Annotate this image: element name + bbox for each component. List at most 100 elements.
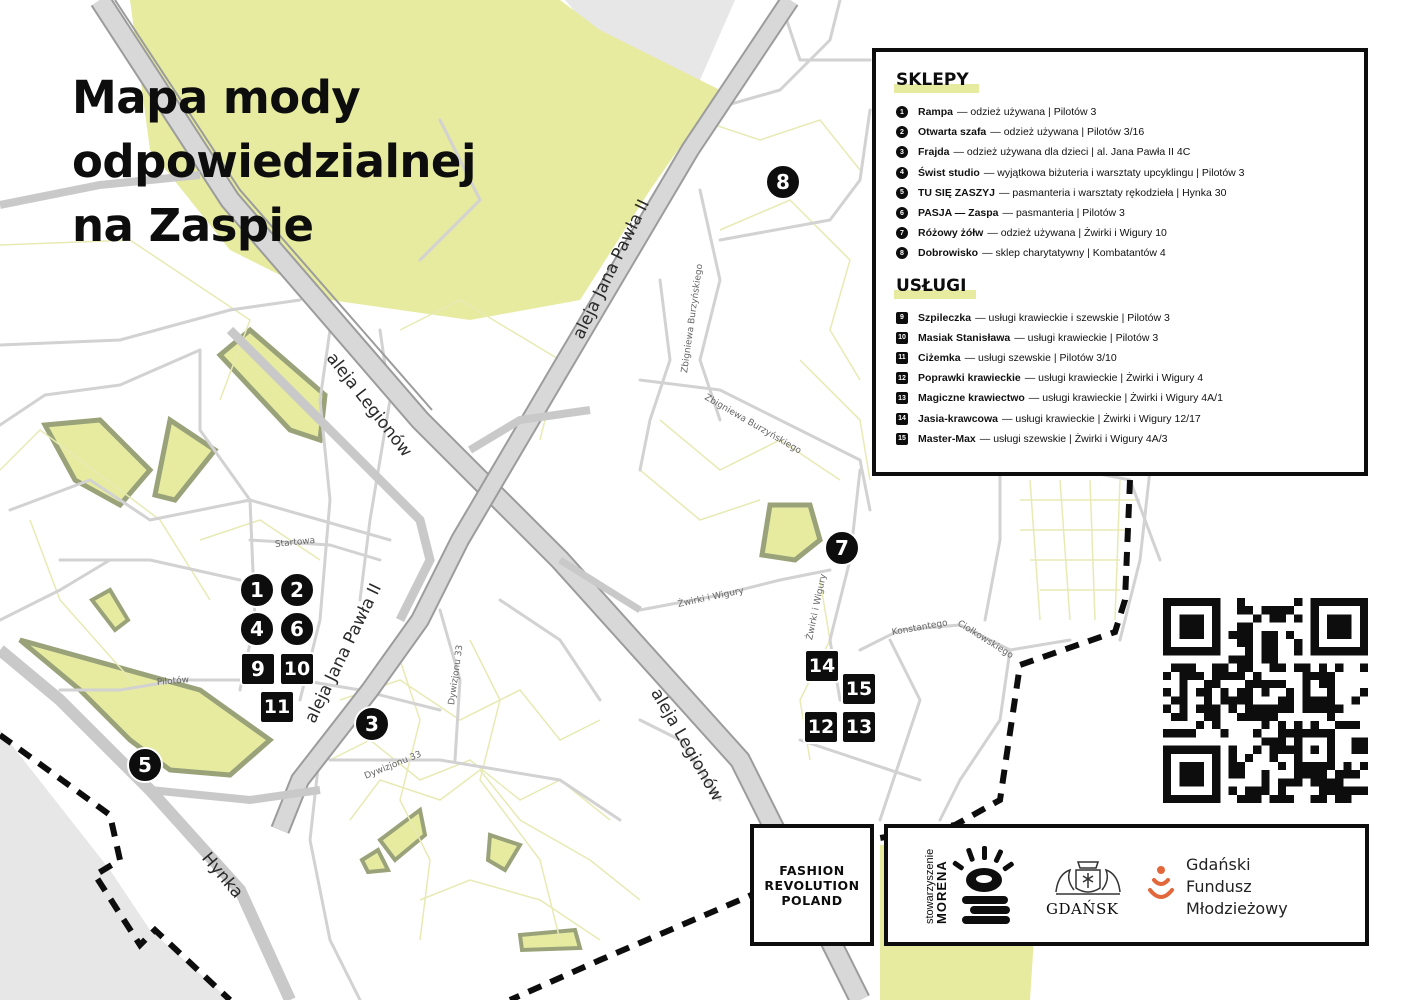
legend-desc: — sklep charytatywny | Kombatantów 4 bbox=[982, 247, 1166, 260]
gdansk-wordmark: GDAŃSK bbox=[1046, 900, 1119, 918]
shop-pin-3[interactable]: 3 bbox=[354, 706, 390, 742]
legend-num: 8 bbox=[896, 247, 908, 260]
service-pin-14[interactable]: 14 bbox=[804, 649, 840, 683]
legend-desc: — odzież używana | Żwirki i Wigury 10 bbox=[987, 227, 1167, 240]
legend-name: Świst studio bbox=[918, 166, 980, 179]
legend-name: Master-Max bbox=[918, 432, 976, 445]
park bbox=[377, 806, 428, 863]
park bbox=[359, 847, 392, 875]
legend-name: Poprawki krawieckie bbox=[918, 372, 1021, 385]
shop-pin-7[interactable]: 7 bbox=[824, 530, 860, 566]
district-boundary bbox=[0, 479, 1133, 1000]
title-line: na Zaspie bbox=[72, 199, 314, 252]
legend-desc: — usługi krawieckie i szewskie | Pilotów… bbox=[975, 311, 1170, 324]
shop-pin-2[interactable]: 2 bbox=[279, 572, 315, 608]
legend-name: PASJA — Zaspa bbox=[918, 207, 999, 220]
legend-name: Różowy żółw bbox=[918, 227, 984, 240]
gdansk-coat-of-arms-icon bbox=[1055, 861, 1121, 895]
park bbox=[152, 415, 219, 503]
legend-num: 12 bbox=[896, 372, 908, 385]
major-roads bbox=[0, 0, 870, 1000]
frp-line: REVOLUTION bbox=[764, 877, 860, 893]
legend-num: 3 bbox=[896, 146, 908, 159]
legend-num: 13 bbox=[896, 392, 908, 405]
legend-name: Jasia-krawcowa bbox=[918, 412, 998, 425]
shop-pin-1[interactable]: 1 bbox=[239, 572, 275, 608]
legend-num: 14 bbox=[896, 412, 908, 425]
legend-item: 1 Rampa— odzież używana | Pilotów 3 bbox=[896, 102, 1346, 122]
park bbox=[18, 637, 275, 778]
legend-shops-heading: SKLEPY bbox=[894, 70, 979, 93]
shop-pin-6[interactable]: 6 bbox=[279, 611, 315, 647]
park bbox=[485, 832, 523, 873]
gfm-logo-icon bbox=[1148, 866, 1174, 899]
legend-num: 10 bbox=[896, 331, 908, 344]
gfm-wordmark: Gdański Fundusz Młodzieżowy bbox=[1186, 854, 1288, 920]
legend-name: Frajda bbox=[918, 146, 950, 159]
morena-wordmark: stowarzyszenie MORENA bbox=[924, 849, 949, 924]
legend-num: 2 bbox=[896, 126, 908, 139]
gfm-line: Młodzieżowy bbox=[1186, 899, 1288, 918]
shop-pin-8[interactable]: 8 bbox=[765, 164, 801, 200]
offmap-area bbox=[565, 0, 735, 80]
service-pin-9[interactable]: 9 bbox=[240, 652, 276, 686]
service-pin-13[interactable]: 13 bbox=[841, 710, 877, 744]
qr-code-icon[interactable] bbox=[1163, 598, 1368, 803]
legend-num: 15 bbox=[896, 432, 908, 445]
map-title: Mapa mody odpowiedzialnej na Zaspie bbox=[72, 66, 476, 258]
services-list: 9 Szpileczka— usługi krawieckie i szewski… bbox=[896, 308, 1346, 449]
legend-name: Magiczne krawiectwo bbox=[918, 392, 1025, 405]
legend-name: Masiak Stanisława bbox=[918, 331, 1011, 344]
park bbox=[517, 927, 583, 953]
legend-name: Rampa bbox=[918, 106, 954, 119]
title-line: Mapa mody bbox=[72, 71, 361, 124]
legend-desc: — odzież używana | Pilotów 3 bbox=[957, 106, 1097, 119]
legend-item: 13 Magiczne krawiectwo— usługi krawieckie… bbox=[896, 388, 1346, 408]
legend-name: TU SIĘ ZASZYJ bbox=[918, 186, 996, 199]
legend-item: 10 Masiak Stanisława— usługi krawieckie |… bbox=[896, 328, 1346, 348]
legend-num: 4 bbox=[896, 166, 908, 179]
sponsors-panel: stowarzyszenie MORENA bbox=[884, 824, 1369, 946]
legend-desc: — usługi krawieckie | Pilotów 3 bbox=[1014, 331, 1159, 344]
legend-num: 6 bbox=[896, 207, 908, 220]
title-line: odpowiedzialnej bbox=[72, 135, 476, 188]
fashion-revolution-logo: FASHION REVOLUTION POLAND bbox=[750, 824, 874, 946]
legend-name: Szpileczka bbox=[918, 311, 972, 324]
morena-logo-icon bbox=[952, 846, 1014, 924]
legend-num: 7 bbox=[896, 227, 908, 240]
legend-services-heading: USŁUGI bbox=[893, 275, 977, 299]
offmap-area bbox=[0, 730, 230, 1000]
legend-name: Dobrowisko bbox=[918, 247, 979, 260]
legend-desc: — odzież używana dla dzieci | al. Jana P… bbox=[953, 146, 1191, 159]
legend-desc: — pasmanteria i warsztaty rękodzieła | H… bbox=[999, 186, 1227, 199]
service-pin-15[interactable]: 15 bbox=[841, 672, 877, 706]
legend-num: 9 bbox=[896, 311, 908, 324]
morena-big-text: MORENA bbox=[934, 860, 949, 924]
service-pin-10[interactable]: 10 bbox=[279, 652, 315, 686]
legend-name: Ciżemka bbox=[918, 351, 961, 364]
legend-desc: — usługi krawieckie | Żwirki i Wigury 4 bbox=[1024, 372, 1204, 385]
legend-name: Otwarta szafa bbox=[918, 126, 987, 139]
park bbox=[759, 502, 823, 563]
legend-item: 12 Poprawki krawieckie— usługi krawieckie… bbox=[896, 368, 1346, 388]
legend-num: 5 bbox=[896, 186, 908, 199]
legend-item: 8 Dobrowisko— sklep charytatywny | Kombat… bbox=[896, 243, 1346, 263]
frp-line: POLAND bbox=[781, 892, 843, 908]
legend-num: 1 bbox=[896, 106, 908, 119]
service-pin-11[interactable]: 11 bbox=[259, 690, 295, 724]
legend-num: 11 bbox=[896, 351, 908, 364]
gfm-line: Fundusz bbox=[1186, 877, 1252, 896]
shop-pin-5[interactable]: 5 bbox=[127, 747, 163, 783]
shops-list: 1 Rampa— odzież używana | Pilotów 3 2 Otwa… bbox=[896, 102, 1346, 264]
service-pin-12[interactable]: 12 bbox=[803, 710, 839, 744]
legend-desc: — usługi krawieckie | Żwirki i Wigury 4A… bbox=[1028, 392, 1223, 405]
legend-item: 5 TU SIĘ ZASZYJ— pasmanteria i warsztaty … bbox=[896, 183, 1346, 203]
park bbox=[216, 326, 328, 444]
legend-desc: — usługi szewskie | Żwirki i Wigury 4A/3 bbox=[979, 432, 1168, 445]
shop-pin-4[interactable]: 4 bbox=[239, 611, 275, 647]
